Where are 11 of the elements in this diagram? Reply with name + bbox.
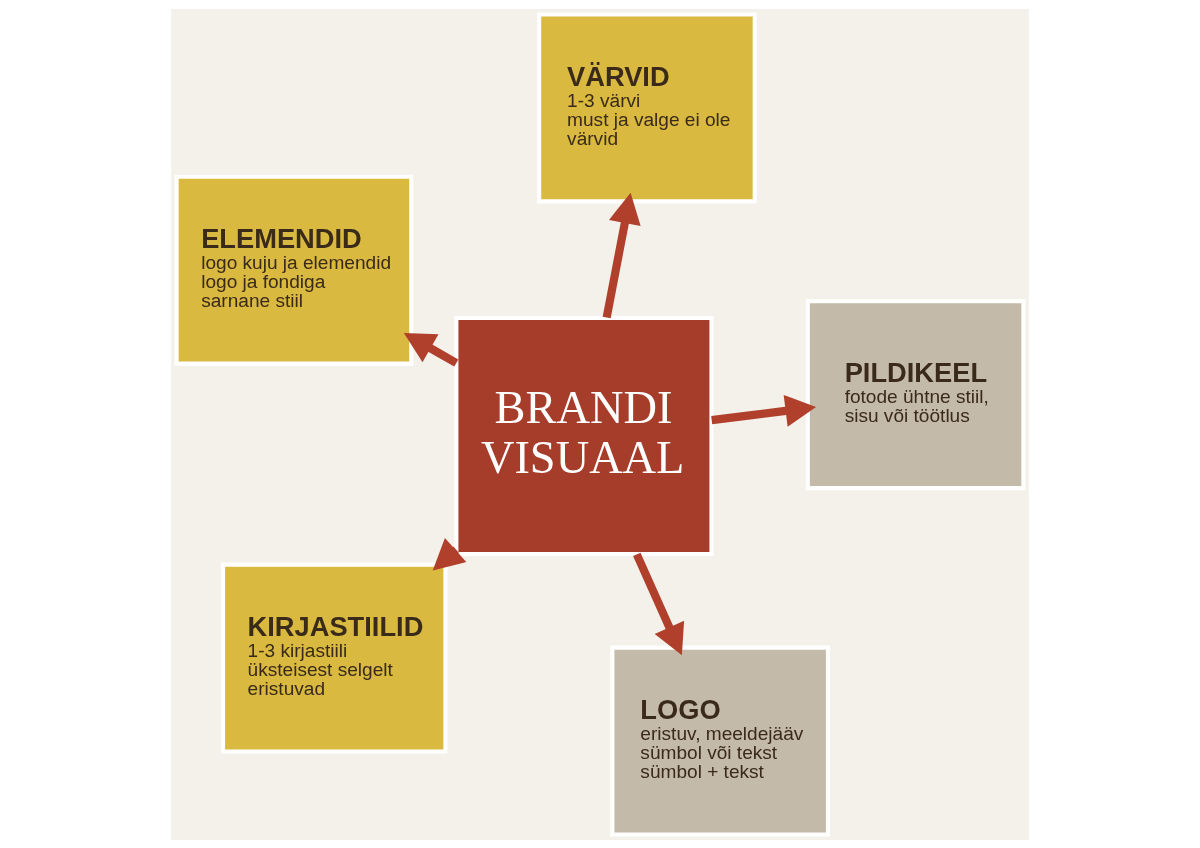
- node-box: BRANDI VISUAAL: [454, 315, 714, 556]
- node-box: KIRJASTIILID 1-3 kirjastiili üksteisest selgelt eristuvad: [221, 562, 448, 754]
- node-box: LOGO eristuv, meeldejääv sümbol või tekst sümbol + tekst: [610, 645, 830, 837]
- arrow: [711, 394, 817, 427]
- arrow: [602, 192, 641, 318]
- arrow: [403, 332, 459, 367]
- node-box: PILDIKEEL fotode ühtne stiil, sisu või töötlus: [805, 298, 1026, 490]
- node-box: VÄRVID 1-3 värvi must ja valge ei ole värvid: [537, 11, 757, 203]
- arrow: [633, 552, 685, 655]
- arrow: [432, 537, 467, 570]
- node-box: ELEMENDID logo kuju ja elemendid logo ja fondiga sarnane stiil: [174, 174, 414, 366]
